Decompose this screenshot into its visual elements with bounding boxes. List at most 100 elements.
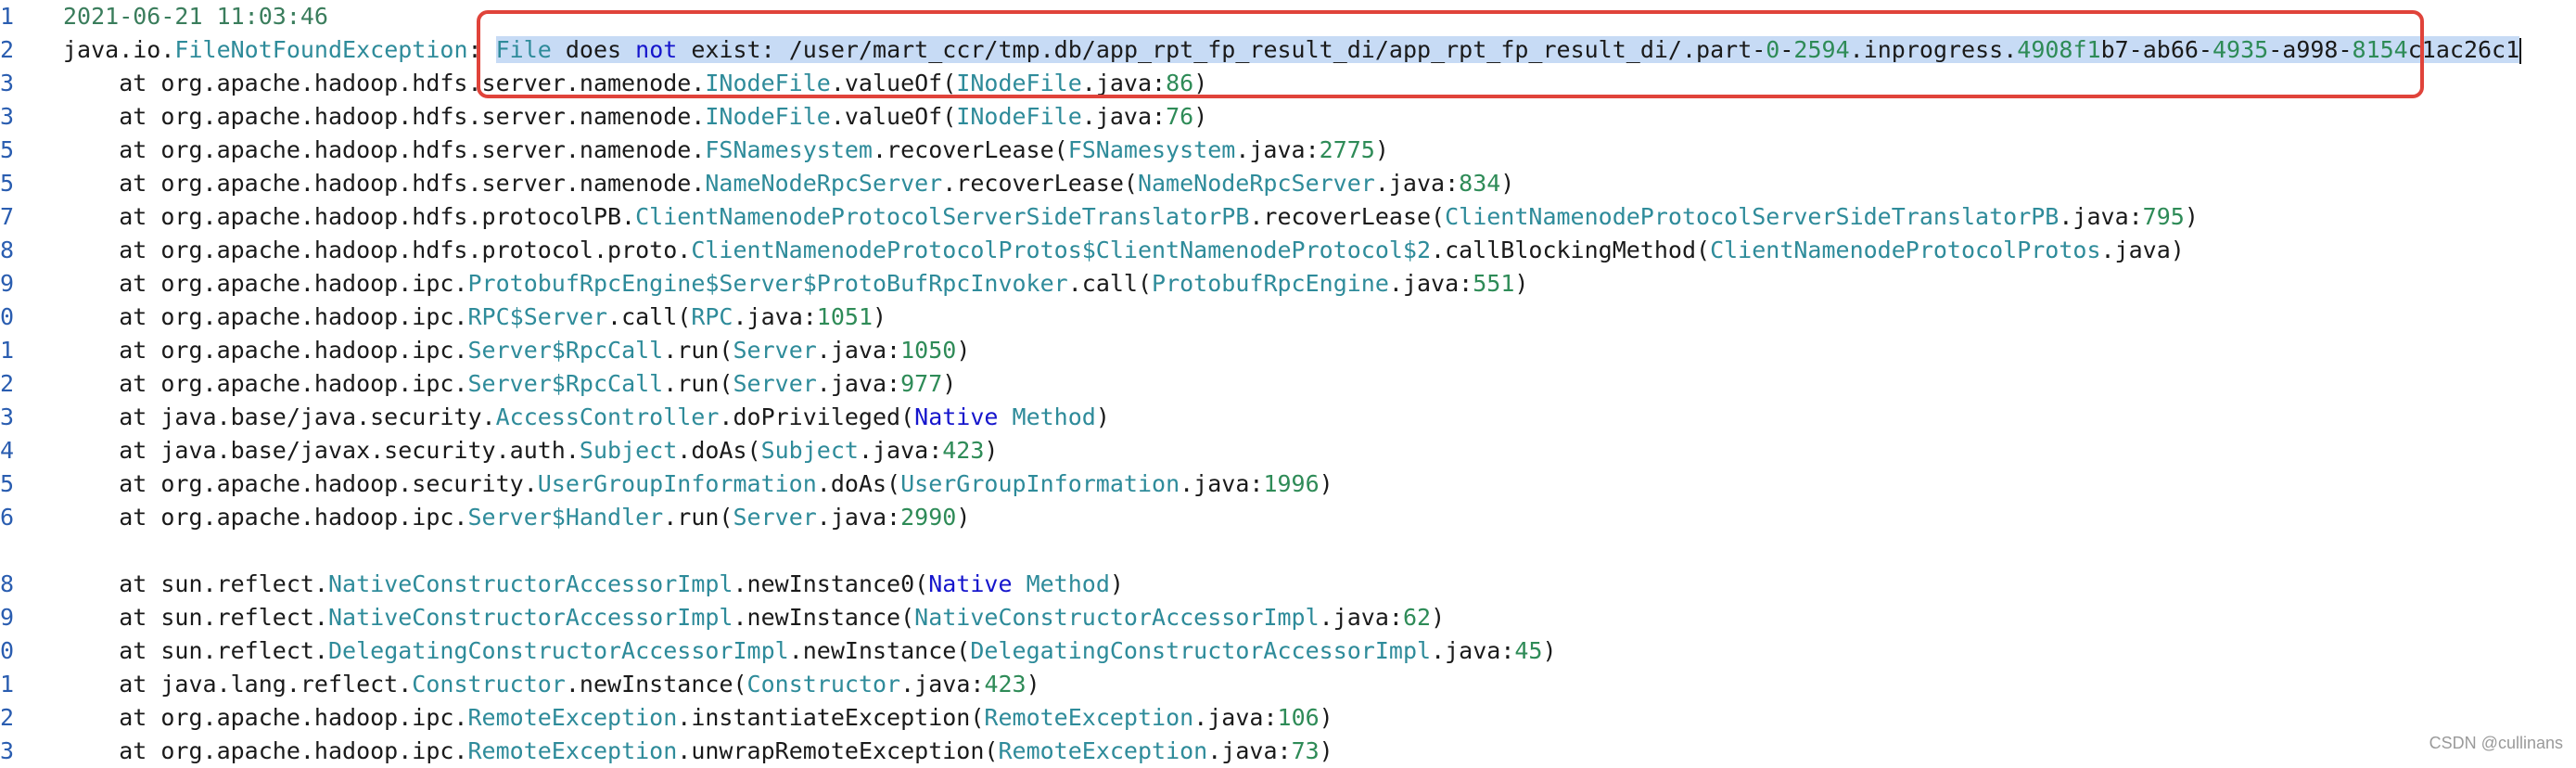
code-line[interactable]: 3 at org.apache.hadoop.ipc.RemoteExcepti… <box>0 735 2576 768</box>
code-token: Method <box>1026 570 1110 597</box>
code-line[interactable]: 4 at java.base/javax.security.auth.Subje… <box>0 434 2576 467</box>
code-token: FSNamesystem <box>705 136 873 163</box>
code-token: RemoteException <box>467 737 678 764</box>
code-token: RemoteException <box>984 704 1194 731</box>
code-token: ) <box>1374 136 1389 163</box>
code-token: .java: <box>858 437 943 464</box>
code-token: 2021-06-21 11:03:46 <box>63 3 328 30</box>
code-token: at org.apache.hadoop.hdfs.server.namenod… <box>63 103 706 130</box>
selected-token: 8154 <box>2352 36 2408 63</box>
code-line[interactable]: 0 at sun.reflect.DelegatingConstructorAc… <box>0 634 2576 668</box>
code-token: at org.apache.hadoop.ipc. <box>63 270 468 297</box>
line-number: 9 <box>0 604 15 631</box>
code-token: at org.apache.hadoop.ipc. <box>63 737 468 764</box>
line-number-gutter <box>0 0 45 762</box>
code-token: ) <box>2184 203 2199 230</box>
code-token: at org.apache.hadoop.hdfs.protocolPB. <box>63 203 636 230</box>
code-token: ) <box>1542 637 1557 664</box>
code-token: .run( <box>663 504 733 531</box>
code-token: .valueOf( <box>830 70 957 96</box>
code-line[interactable] <box>0 534 2576 568</box>
code-token: NameNodeRpcServer <box>1137 170 1375 197</box>
code-token: RemoteException <box>467 704 678 731</box>
code-line[interactable]: 6 at org.apache.hadoop.ipc.Server$Handle… <box>0 501 2576 534</box>
line-number: 5 <box>0 136 15 163</box>
code-token: .recoverLease( <box>1249 203 1446 230</box>
code-token: Server$RpcCall <box>467 370 664 397</box>
code-token: ) <box>1319 470 1333 497</box>
code-token: ) <box>956 337 971 364</box>
code-token: ) <box>942 370 957 397</box>
code-token: 62 <box>1402 604 1432 631</box>
code-text: at org.apache.hadoop.hdfs.server.namenod… <box>63 134 1389 167</box>
code-line[interactable]: 5 at org.apache.hadoop.security.UserGrou… <box>0 467 2576 501</box>
code-token: at org.apache.hadoop.ipc. <box>63 303 468 330</box>
code-token: Subject <box>579 437 678 464</box>
code-token: .java: <box>1319 604 1403 631</box>
code-token: .run( <box>663 337 733 364</box>
code-token: Constructor <box>746 671 901 698</box>
code-token: .java: <box>1207 737 1292 764</box>
code-line[interactable]: 2 at org.apache.hadoop.ipc.Server$RpcCal… <box>0 367 2576 401</box>
code-text: at org.apache.hadoop.security.UserGroupI… <box>63 467 1333 501</box>
code-text: at sun.reflect.NativeConstructorAccessor… <box>63 568 1124 601</box>
code-token: 977 <box>900 370 943 397</box>
code-line[interactable]: 1 at java.lang.reflect.Constructor.newIn… <box>0 668 2576 701</box>
code-token: RemoteException <box>998 737 1208 764</box>
code-token: .java: <box>733 303 817 330</box>
code-text: at sun.reflect.NativeConstructorAccessor… <box>63 601 1445 634</box>
code-token: ) <box>1319 737 1333 764</box>
code-line[interactable]: 1 at org.apache.hadoop.ipc.Server$RpcCal… <box>0 334 2576 367</box>
code-token: ClientNamenodeProtocolProtos$ClientNamen… <box>691 237 1432 263</box>
code-token: NativeConstructorAccessorImpl <box>327 570 733 597</box>
code-token: at sun.reflect. <box>63 570 328 597</box>
code-text: at org.apache.hadoop.hdfs.server.namenod… <box>63 167 1514 200</box>
line-number: 2 <box>0 36 15 63</box>
selected-token: 0 <box>1766 36 1780 63</box>
code-token: .recoverLease( <box>942 170 1138 197</box>
code-token: at sun.reflect. <box>63 637 328 664</box>
code-line[interactable]: 1 2021-06-21 11:03:46 <box>0 0 2576 33</box>
code-line[interactable]: 8 at sun.reflect.NativeConstructorAccess… <box>0 568 2576 601</box>
code-token: .java: <box>816 370 901 397</box>
code-text: at org.apache.hadoop.ipc.RemoteException… <box>63 701 1333 735</box>
code-line[interactable]: 7 at org.apache.hadoop.hdfs.protocolPB.C… <box>0 200 2576 234</box>
code-token: 106 <box>1277 704 1320 731</box>
line-number: 1 <box>0 337 15 364</box>
code-token: .newInstance0( <box>733 570 929 597</box>
code-text: at org.apache.hadoop.hdfs.protocol.proto… <box>63 234 2185 267</box>
code-token: ProtobufRpcEngine <box>1152 270 1389 297</box>
code-token: 1050 <box>900 337 957 364</box>
code-token: .java: <box>1180 470 1264 497</box>
code-token: .newInstance( <box>788 637 971 664</box>
code-line[interactable]: 3 at org.apache.hadoop.hdfs.server.namen… <box>0 100 2576 134</box>
code-token: 834 <box>1459 170 1501 197</box>
code-line[interactable]: 5 at org.apache.hadoop.hdfs.server.namen… <box>0 167 2576 200</box>
line-number: 1 <box>0 3 15 30</box>
code-token <box>1013 570 1027 597</box>
code-token: .java: <box>816 504 901 531</box>
line-number: 2 <box>0 370 15 397</box>
code-line[interactable]: 8 at org.apache.hadoop.hdfs.protocol.pro… <box>0 234 2576 267</box>
code-token: INodeFile <box>956 70 1082 96</box>
code-line[interactable]: 9 at sun.reflect.NativeConstructorAccess… <box>0 601 2576 634</box>
code-token: Constructor <box>412 671 566 698</box>
code-line[interactable]: 3 at org.apache.hadoop.hdfs.server.namen… <box>0 67 2576 100</box>
code-token: .java: <box>816 337 901 364</box>
code-token: .run( <box>663 370 733 397</box>
selected-token: .inprogress. <box>1849 36 2018 63</box>
code-line[interactable]: 2 at org.apache.hadoop.ipc.RemoteExcepti… <box>0 701 2576 735</box>
code-line[interactable]: 3 at java.base/java.security.AccessContr… <box>0 401 2576 434</box>
code-token: .call( <box>607 303 692 330</box>
code-line[interactable]: 0 at org.apache.hadoop.ipc.RPC$Server.ca… <box>0 301 2576 334</box>
code-token: java.io. <box>63 36 175 63</box>
line-number: 8 <box>0 237 15 263</box>
code-token: 1996 <box>1263 470 1320 497</box>
code-line[interactable]: 9 at org.apache.hadoop.ipc.ProtobufRpcEn… <box>0 267 2576 301</box>
code-line[interactable]: 5 at org.apache.hadoop.hdfs.server.namen… <box>0 134 2576 167</box>
code-token: 2775 <box>1319 136 1375 163</box>
code-token: at org.apache.hadoop.security. <box>63 470 538 497</box>
code-text: at org.apache.hadoop.hdfs.server.namenod… <box>63 67 1207 100</box>
